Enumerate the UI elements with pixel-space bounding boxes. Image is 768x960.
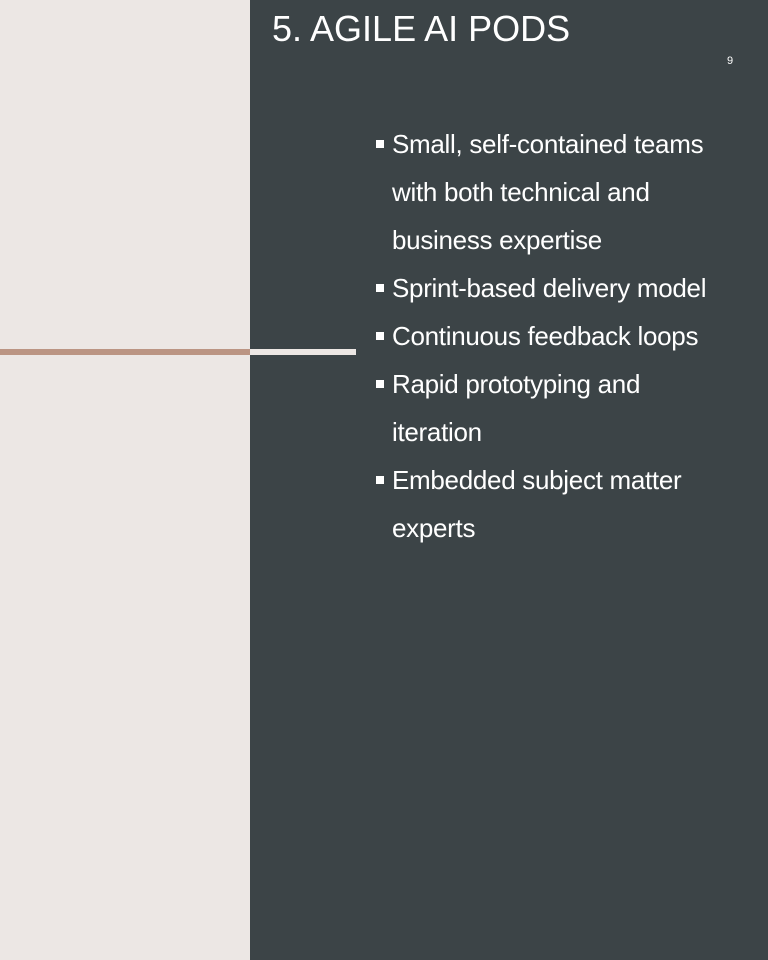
square-bullet-icon bbox=[376, 284, 384, 292]
bullet-item: Small, self-contained teams with both te… bbox=[374, 120, 734, 264]
bullet-list: Small, self-contained teams with both te… bbox=[374, 120, 734, 552]
accent-divider-line bbox=[0, 349, 250, 355]
bullet-text: Continuous feedback loops bbox=[392, 321, 699, 351]
bullet-item: Continuous feedback loops bbox=[374, 312, 734, 360]
bullet-text: Small, self-contained teams with both te… bbox=[392, 129, 704, 255]
square-bullet-icon bbox=[376, 140, 384, 148]
bullet-item: Embedded subject matter experts bbox=[374, 456, 734, 552]
light-divider-line bbox=[250, 349, 356, 355]
slide-number: 9 bbox=[726, 55, 734, 67]
slide-title: 5. AGILE AI PODS bbox=[272, 8, 571, 49]
bullet-item: Rapid prototyping and iteration bbox=[374, 360, 734, 456]
square-bullet-icon bbox=[376, 332, 384, 340]
content-panel bbox=[250, 0, 768, 960]
square-bullet-icon bbox=[376, 476, 384, 484]
bullet-item: Sprint-based delivery model bbox=[374, 264, 734, 312]
bullet-text: Embedded subject matter experts bbox=[392, 465, 682, 543]
bullet-text: Sprint-based delivery model bbox=[392, 273, 707, 303]
bullet-text: Rapid prototyping and iteration bbox=[392, 369, 641, 447]
square-bullet-icon bbox=[376, 380, 384, 388]
left-panel bbox=[0, 0, 250, 960]
